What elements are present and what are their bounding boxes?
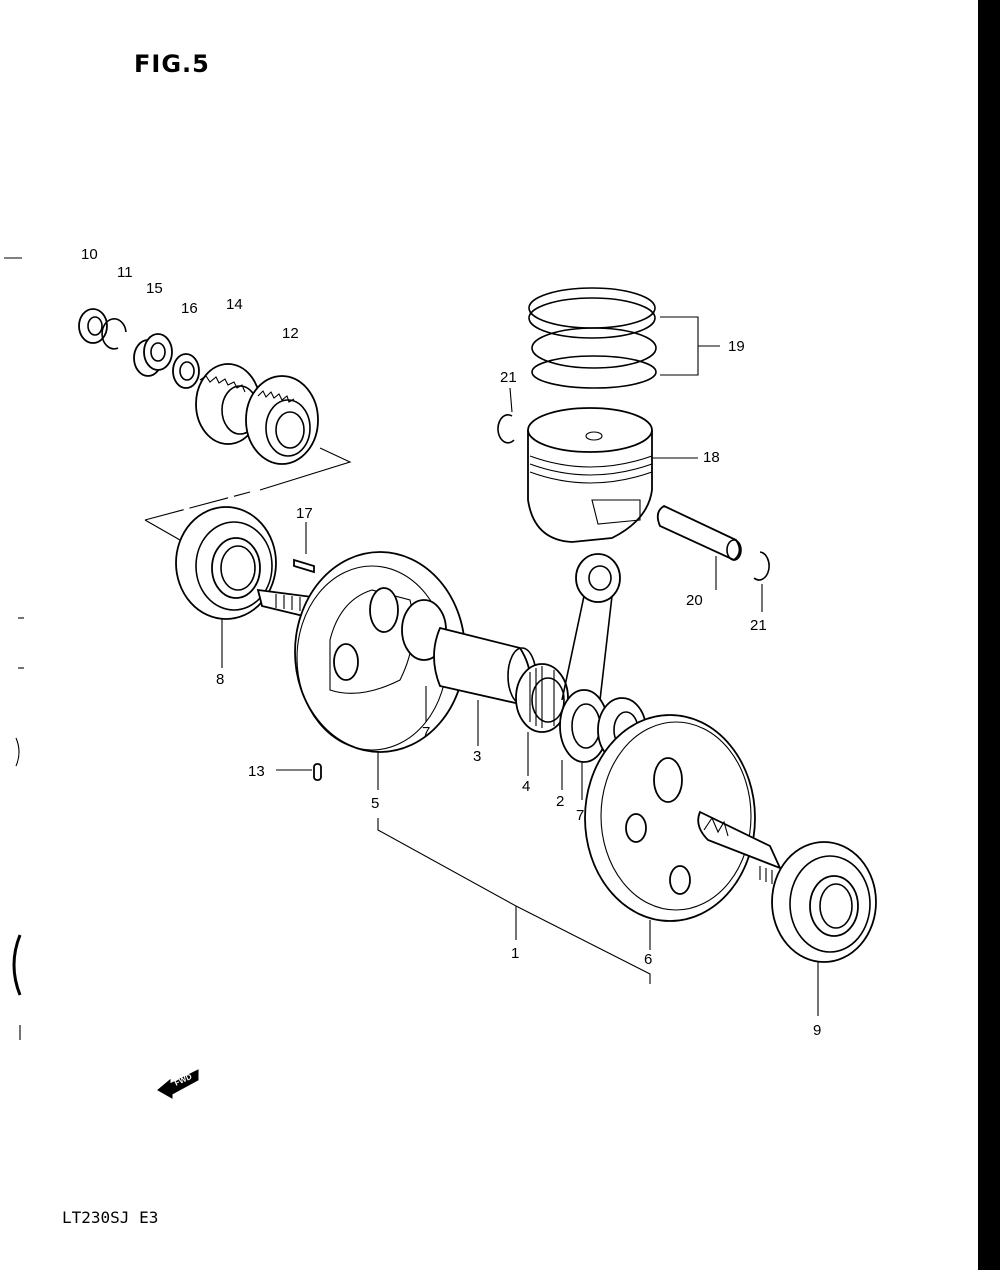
crank-web-6 xyxy=(584,714,756,950)
piston-circlip-21-lower xyxy=(753,551,770,612)
callout-12: 12 xyxy=(282,325,299,342)
connecting-rod-2 xyxy=(559,553,621,790)
callout-20: 20 xyxy=(686,592,703,609)
piston-pin-20 xyxy=(656,504,742,590)
assembly-bracket-left xyxy=(144,447,352,541)
callout-19: 19 xyxy=(728,338,745,355)
callout-2: 2 xyxy=(556,793,564,810)
callout-21-lower: 21 xyxy=(750,617,767,634)
piston-circlip-21-upper xyxy=(497,387,515,444)
piston-18 xyxy=(527,407,698,543)
callout-1: 1 xyxy=(511,945,519,962)
callout-13: 13 xyxy=(248,763,265,780)
callout-8: 8 xyxy=(216,671,224,688)
callout-labels: 10 11 15 16 14 12 19 21 18 17 8 20 21 7 … xyxy=(81,246,821,1039)
bearing-8 xyxy=(175,506,277,668)
fwd-arrow-icon: FWD xyxy=(157,1069,199,1099)
scan-edge-border xyxy=(978,0,1000,1270)
callout-18: 18 xyxy=(703,449,720,466)
figure-title: FIG.5 xyxy=(134,50,210,78)
callout-6: 6 xyxy=(644,951,652,968)
callout-21-upper: 21 xyxy=(500,369,517,386)
callout-9: 9 xyxy=(813,1022,821,1039)
bushing-15 xyxy=(133,333,173,377)
washer-16 xyxy=(172,353,200,389)
callout-7-right: 7 xyxy=(576,807,584,824)
callout-16: 16 xyxy=(181,300,198,317)
callout-14: 14 xyxy=(226,296,243,313)
needle-bearing-4 xyxy=(515,663,569,776)
drive-gear-12 xyxy=(245,375,319,465)
callout-5: 5 xyxy=(371,795,379,812)
right-shaft xyxy=(697,810,782,884)
callout-17: 17 xyxy=(296,505,313,522)
circlip-11 xyxy=(101,318,127,350)
callout-3: 3 xyxy=(473,748,481,765)
piston-rings-19 xyxy=(528,287,720,389)
pin-13 xyxy=(276,763,322,781)
bearing-9 xyxy=(771,841,877,1016)
callout-10: 10 xyxy=(81,246,98,263)
crank-web-5 xyxy=(294,551,466,790)
callout-4: 4 xyxy=(522,778,530,795)
key-17 xyxy=(293,522,315,574)
callout-7-left: 7 xyxy=(422,724,430,741)
callout-15: 15 xyxy=(146,280,163,297)
model-code: LT230SJ E3 xyxy=(62,1208,159,1227)
margin-marks xyxy=(4,257,24,1040)
oil-seal-10 xyxy=(78,308,108,344)
crankshaft-assembly-bracket xyxy=(377,818,651,984)
callout-11: 11 xyxy=(117,264,133,281)
